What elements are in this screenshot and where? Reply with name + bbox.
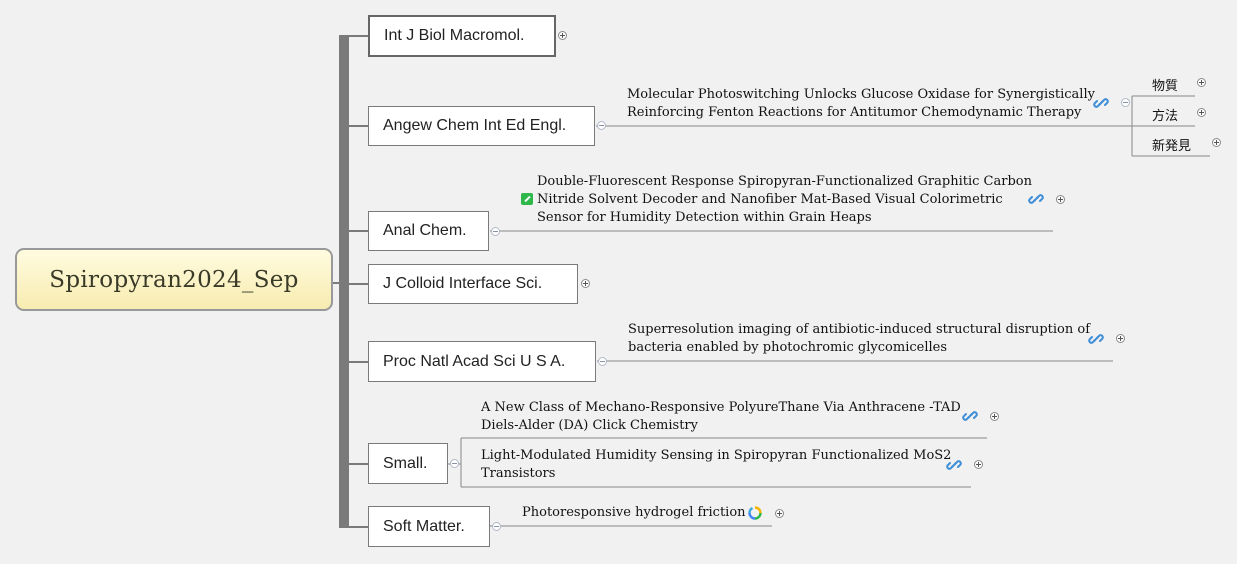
link-icon[interactable] (946, 457, 962, 473)
expand-icon[interactable] (1116, 334, 1125, 343)
paper-topic-pnas[interactable]: Superresolution imaging of antibiotic-in… (628, 322, 1091, 355)
collapse-icon[interactable] (492, 522, 501, 531)
expand-icon[interactable] (775, 509, 784, 518)
expand-icon[interactable] (1212, 138, 1221, 147)
note-pencil-icon[interactable] (521, 193, 533, 205)
journal-label: Anal Chem. (383, 222, 467, 239)
paper-topic-small-1[interactable]: A New Class of Mechano-Responsive Polyur… (481, 400, 961, 433)
journal-node-anal-chem[interactable]: Anal Chem. (368, 211, 489, 251)
collapse-icon[interactable] (450, 459, 459, 468)
expand-icon[interactable] (1197, 108, 1206, 117)
journal-node-soft-matter[interactable]: Soft Matter. (368, 506, 490, 547)
paper-topic-angew[interactable]: Molecular Photoswitching Unlocks Glucose… (627, 87, 1095, 120)
journal-label: Int J Biol Macromol. (384, 27, 525, 44)
sub-topic-houhou[interactable]: 方法 (1152, 109, 1179, 124)
journal-label: Proc Natl Acad Sci U S A. (383, 352, 566, 370)
journal-label: J Colloid Interface Sci. (383, 275, 543, 292)
expand-icon[interactable] (581, 279, 590, 288)
paper-topic-soft[interactable]: Photoresponsive hydrogel friction (522, 505, 746, 520)
collapse-icon[interactable] (597, 121, 606, 130)
journal-node-int-j-biol-macromol[interactable]: Int J Biol Macromol. (368, 15, 556, 57)
link-icon[interactable] (1028, 191, 1044, 207)
expand-icon[interactable] (1056, 195, 1065, 204)
paper-topic-anal[interactable]: Double-Fluorescent Response Spiropyran-F… (537, 174, 1032, 225)
progress-spinner-icon (748, 506, 762, 520)
journal-node-pnas[interactable]: Proc Natl Acad Sci U S A. (368, 341, 596, 382)
link-icon[interactable] (1088, 331, 1104, 347)
trunk-bar (339, 35, 349, 528)
root-topic-label: Spiropyran2024_Sep (49, 266, 299, 293)
expand-icon[interactable] (558, 31, 567, 40)
expand-icon[interactable] (990, 412, 999, 421)
journal-node-angew-chem[interactable]: Angew Chem Int Ed Engl. (368, 106, 595, 146)
collapse-icon[interactable] (1121, 98, 1130, 107)
journal-node-j-colloid-interface-sci[interactable]: J Colloid Interface Sci. (368, 264, 578, 304)
collapse-icon[interactable] (598, 357, 607, 366)
journal-label: Small. (383, 454, 428, 472)
link-icon[interactable] (1093, 95, 1109, 111)
journal-node-small[interactable]: Small. (368, 443, 448, 484)
expand-icon[interactable] (1197, 78, 1206, 87)
sub-topic-shinhakken[interactable]: 新発見 (1152, 139, 1192, 154)
journal-label: Angew Chem Int Ed Engl. (383, 117, 567, 134)
journal-label: Soft Matter. (383, 517, 465, 535)
root-topic[interactable]: Spiropyran2024_Sep (15, 248, 333, 311)
expand-icon[interactable] (974, 460, 983, 469)
collapse-icon[interactable] (491, 227, 500, 236)
sub-topic-busshitsu[interactable]: 物質 (1152, 79, 1179, 94)
link-icon[interactable] (962, 408, 978, 424)
paper-topic-small-2[interactable]: Light-Modulated Humidity Sensing in Spir… (481, 448, 952, 481)
